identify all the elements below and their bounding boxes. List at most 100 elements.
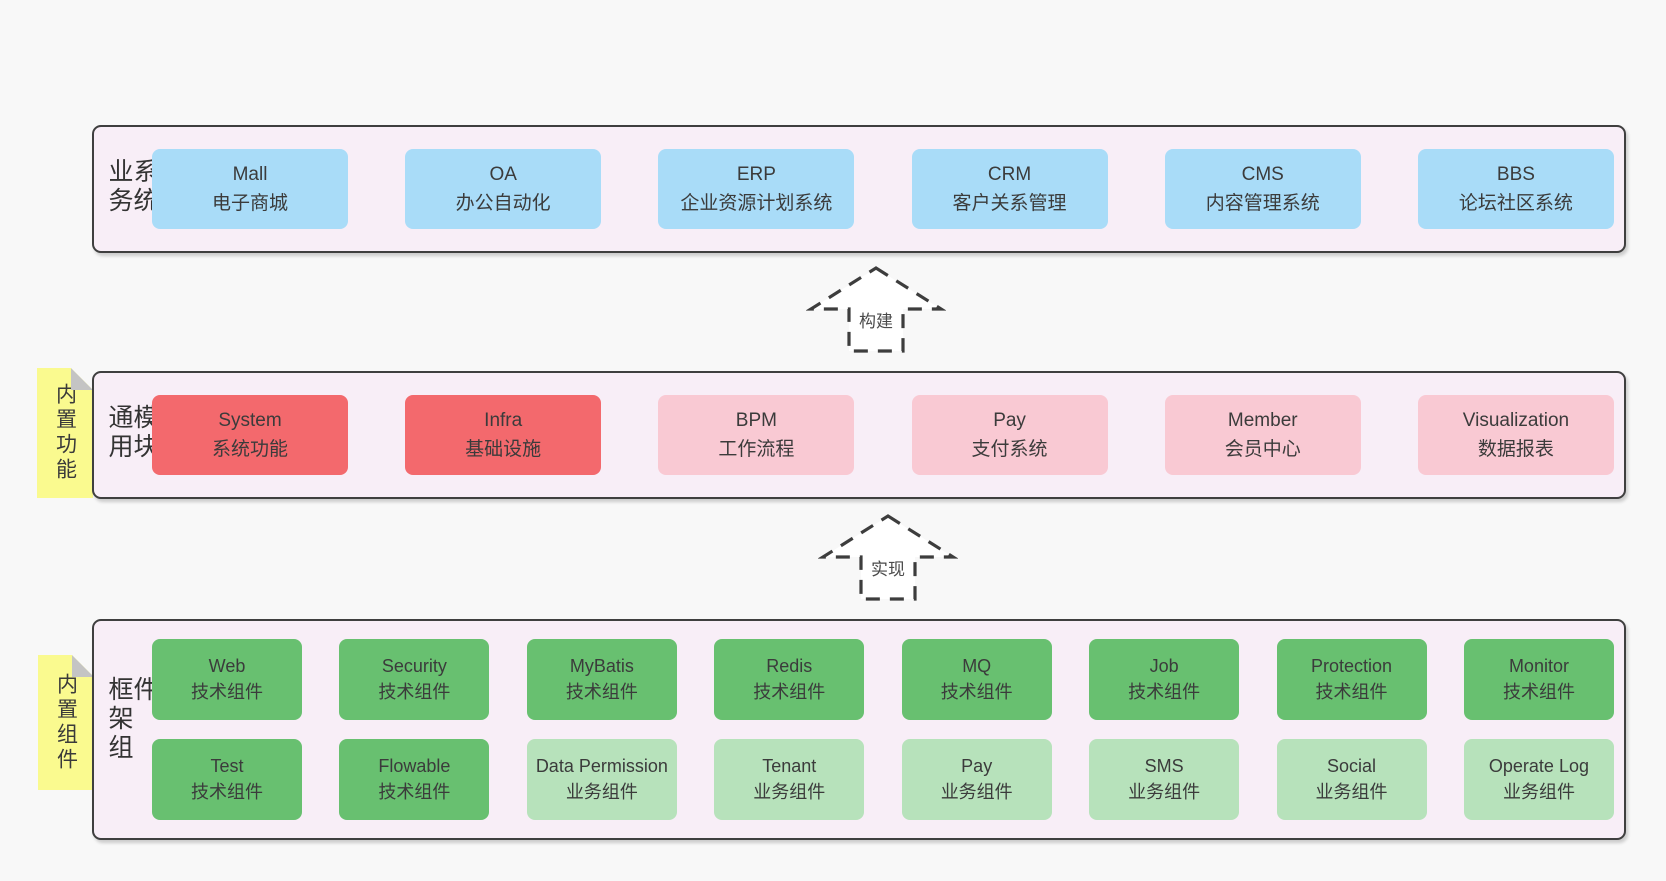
arrow-label: 构建 xyxy=(859,312,893,331)
module-box-crm: CRM 客户关系管理 xyxy=(911,149,1108,229)
band-business-systems: 业务系统 Mall 电子商城 OA 办公自动化 ERP 企业资源计划系统 CRM 客户关系管理… xyxy=(92,125,1626,253)
module-name-en: Protection xyxy=(1311,655,1393,676)
band-label: 通用模块 xyxy=(105,404,158,462)
module-name-en: Pay xyxy=(961,755,993,776)
folded-corner-icon xyxy=(72,655,94,677)
module-name-en: Social xyxy=(1327,755,1377,776)
module-name-en: BPM xyxy=(735,409,777,431)
module-box-member: Member 会员中心 xyxy=(1164,395,1361,475)
module-name-en: Pay xyxy=(993,409,1026,431)
module-name-zh: 办公自动化 xyxy=(455,193,551,214)
sticky-note-builtin-features: 内置功能 xyxy=(37,368,93,498)
module-name-zh: 技术组件 xyxy=(1502,681,1575,702)
module-box-infra: Infra 基础设施 xyxy=(405,395,602,475)
module-name-en: Security xyxy=(381,655,447,676)
module-name-en: System xyxy=(218,409,282,431)
module-box-erp: ERP 企业资源计划系统 xyxy=(658,149,855,229)
module-box-mybatis: MyBatis 技术组件 xyxy=(526,639,677,720)
module-name-zh: 技术组件 xyxy=(191,781,263,802)
module-name-zh: 数据报表 xyxy=(1477,439,1554,460)
folded-corner-icon xyxy=(71,368,93,390)
module-box-pay: Pay 支付系统 xyxy=(911,395,1108,475)
module-name-en: Redis xyxy=(766,655,813,676)
module-name-zh: 内容管理系统 xyxy=(1205,193,1320,214)
module-name-zh: 技术组件 xyxy=(378,681,451,702)
module-name-zh: 电子商城 xyxy=(211,193,288,214)
module-name-zh: 会员中心 xyxy=(1224,439,1301,460)
sticky-note-label: 内置组件 xyxy=(54,672,78,773)
module-name-zh: 企业资源计划系统 xyxy=(680,193,833,214)
module-box-redis: Redis 技术组件 xyxy=(714,639,865,720)
module-box-mall: Mall 电子商城 xyxy=(152,149,348,229)
module-name-en: CRM xyxy=(987,163,1032,185)
module-name-zh: 业务组件 xyxy=(753,781,826,802)
arrow-outline xyxy=(818,514,958,601)
implement-arrow: 实现 xyxy=(818,511,958,603)
module-name-en: CMS xyxy=(1241,163,1284,185)
module-name-zh: 论坛社区系统 xyxy=(1458,193,1573,214)
band-label: 框架组件 xyxy=(105,675,158,763)
module-box-social: Social 业务组件 xyxy=(1276,739,1427,820)
module-box-data-permission: Data Permission 业务组件 xyxy=(526,739,677,820)
module-name-en: BBS xyxy=(1496,163,1535,185)
module-name-en: Data Permission xyxy=(535,755,668,776)
dashed-up-arrow-icon: 实现 xyxy=(818,514,958,601)
module-name-en: ERP xyxy=(736,163,776,185)
module-box-operate-log: Operate Log 业务组件 xyxy=(1463,739,1614,820)
module-box-cms: CMS 内容管理系统 xyxy=(1164,149,1361,229)
module-name-en: Mall xyxy=(232,163,268,185)
module-box-sms: SMS 业务组件 xyxy=(1089,739,1240,820)
module-name-en: Operate Log xyxy=(1488,755,1589,776)
module-name-zh: 技术组件 xyxy=(378,781,451,802)
module-name-zh: 技术组件 xyxy=(565,681,638,702)
module-name-zh: 客户关系管理 xyxy=(952,193,1067,214)
module-name-en: OA xyxy=(489,163,517,185)
module-box-tenant: Tenant 业务组件 xyxy=(714,739,865,820)
module-box-test: Test 技术组件 xyxy=(152,739,302,820)
module-name-zh: 业务组件 xyxy=(1128,781,1201,802)
arrow-outline xyxy=(806,266,946,353)
module-box-pay: Pay 业务组件 xyxy=(901,739,1052,820)
module-box-bbs: BBS 论坛社区系统 xyxy=(1417,149,1614,229)
build-arrow: 构建 xyxy=(806,263,946,355)
module-name-zh: 业务组件 xyxy=(940,781,1013,802)
module-name-zh: 支付系统 xyxy=(971,439,1048,460)
module-box-system: System 系统功能 xyxy=(152,395,348,475)
module-name-zh: 业务组件 xyxy=(1502,781,1575,802)
module-name-en: MyBatis xyxy=(569,655,634,676)
module-name-en: Infra xyxy=(484,409,523,431)
module-box-security: Security 技术组件 xyxy=(339,639,490,720)
module-name-en: SMS xyxy=(1144,755,1184,776)
sticky-note-label: 内置功能 xyxy=(53,383,77,483)
module-name-zh: 技术组件 xyxy=(1128,681,1201,702)
sticky-note-builtin-components: 内置组件 xyxy=(38,655,94,790)
module-name-zh: 基础设施 xyxy=(465,439,542,460)
module-name-zh: 技术组件 xyxy=(191,681,263,702)
band-boxes: Mall 电子商城 OA 办公自动化 ERP 企业资源计划系统 CRM 客户关系管理 CMS 内容… xyxy=(152,149,1614,229)
arrow-label: 实现 xyxy=(871,560,905,579)
module-name-en: Member xyxy=(1227,409,1298,431)
module-name-zh: 业务组件 xyxy=(1315,781,1388,802)
module-box-visualization: Visualization 数据报表 xyxy=(1417,395,1614,475)
module-name-en: Visualization xyxy=(1462,409,1570,431)
module-name-zh: 技术组件 xyxy=(753,681,826,702)
module-name-zh: 系统功能 xyxy=(211,439,288,460)
module-box-protection: Protection 技术组件 xyxy=(1276,639,1427,720)
module-name-zh: 技术组件 xyxy=(940,681,1013,702)
module-name-en: Test xyxy=(210,755,244,776)
module-name-en: Tenant xyxy=(762,755,817,776)
module-name-en: Web xyxy=(208,655,246,676)
band-label: 业务系统 xyxy=(105,158,158,216)
module-name-zh: 技术组件 xyxy=(1315,681,1388,702)
module-name-zh: 业务组件 xyxy=(565,781,638,802)
